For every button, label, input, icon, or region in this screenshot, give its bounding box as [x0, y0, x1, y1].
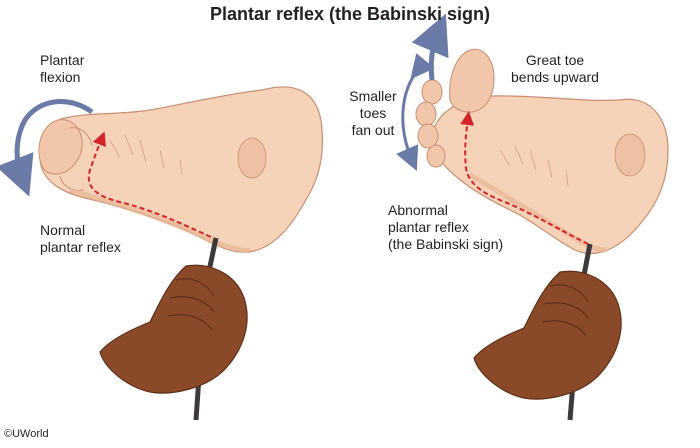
normal-reflex-line2: plantar reflex: [40, 239, 121, 255]
double-headed-curved-arrow-icon: [396, 53, 435, 171]
normal-reflex-label: Normal plantar reflex: [40, 222, 121, 256]
right-hand-with-tool: [473, 243, 622, 421]
abnormal-reflex-line1: Abnormal: [388, 202, 448, 218]
great-toe-line2: bends upward: [511, 69, 599, 85]
copyright-notice: ©UWorld: [4, 428, 49, 440]
plantar-flexion-line1: Plantar: [40, 52, 85, 68]
smaller-toes-line2: toes: [359, 105, 387, 121]
right-stroke-path: [460, 111, 589, 245]
great-toe-line1: Great toe: [525, 52, 585, 68]
left-foot: [38, 86, 324, 254]
left-stroke-path: [87, 131, 219, 241]
left-hand-with-tool: [99, 237, 248, 421]
great-toe-label: Great toe bends upward: [500, 52, 610, 86]
abnormal-reflex-line3: (the Babinski sign): [388, 236, 504, 252]
plantar-flexion-line2: flexion: [40, 69, 81, 85]
curved-arrow-up-icon: [411, 13, 449, 81]
smaller-toes-line1: Smaller: [349, 88, 397, 104]
abnormal-reflex-line2: plantar reflex: [388, 219, 469, 235]
plantar-flexion-label: Plantar flexion: [40, 52, 84, 86]
smaller-toes-line3: fan out: [351, 122, 395, 138]
smaller-toes-label: Smaller toes fan out: [340, 88, 406, 139]
curved-arrow-down-icon: [0, 99, 94, 197]
normal-reflex-line1: Normal: [40, 222, 86, 238]
figure-title: Plantar reflex (the Babinski sign): [209, 4, 491, 24]
abnormal-reflex-label: Abnormal plantar reflex (the Babinski si…: [388, 202, 503, 253]
